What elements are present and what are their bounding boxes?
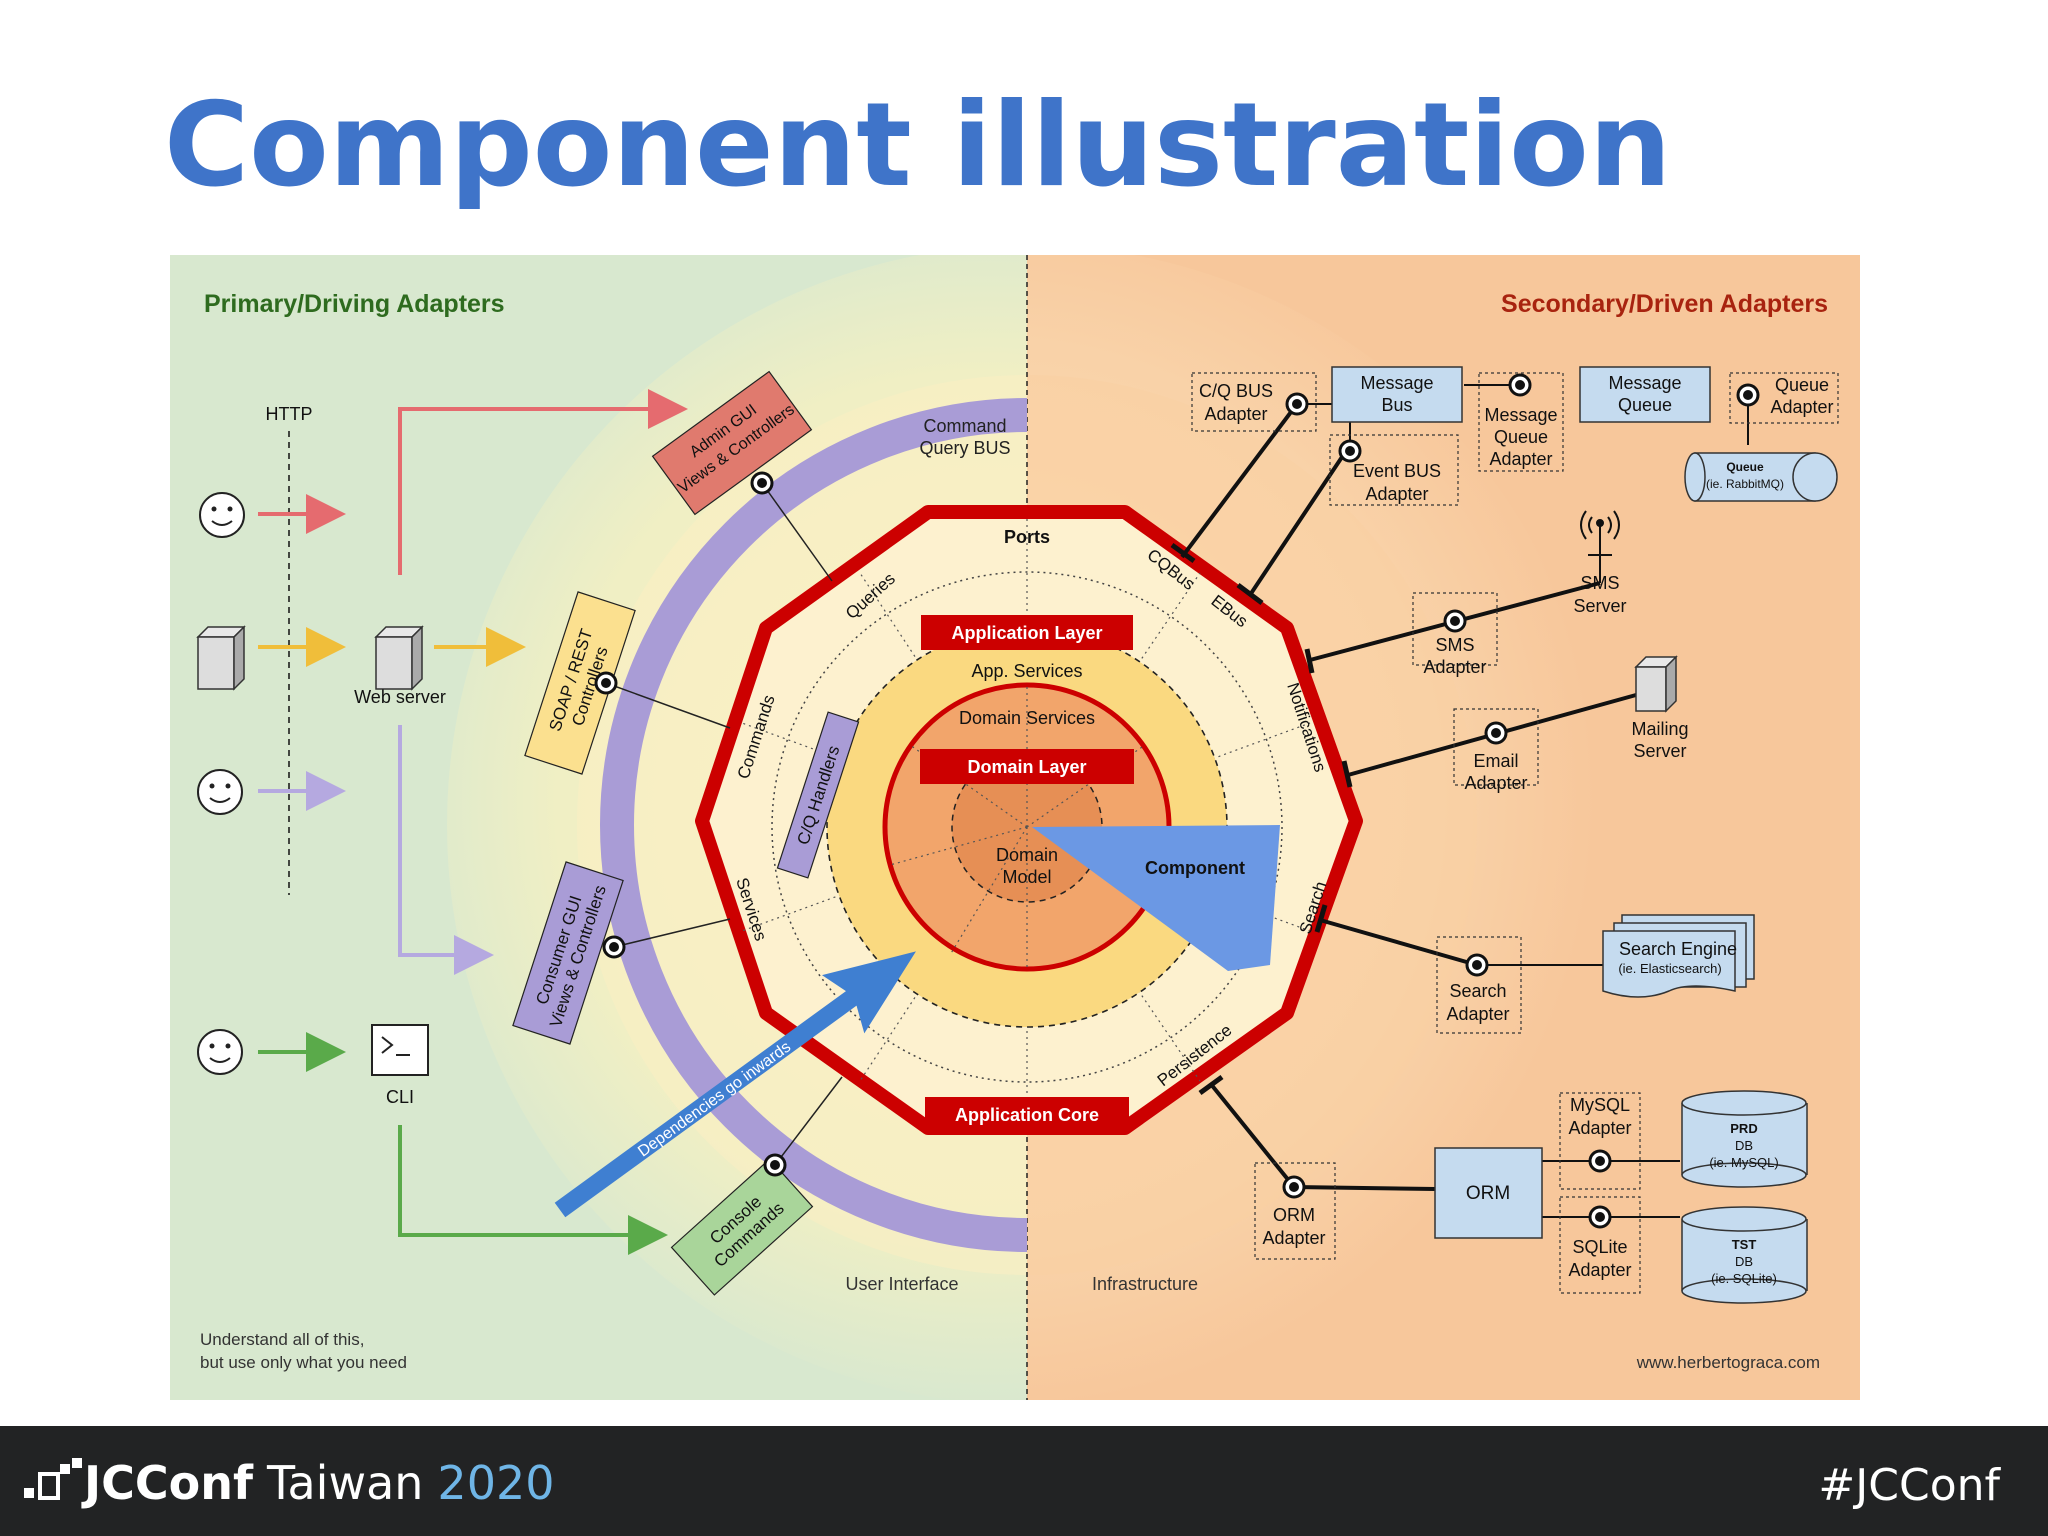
application-core-badge: [925, 1097, 1129, 1132]
brand-year: 2020: [437, 1456, 555, 1510]
smiley-icon: [197, 1029, 243, 1075]
message-queue-box: [1579, 366, 1711, 423]
orm-box: [1434, 1147, 1543, 1239]
search-engine-box: Search Engine(ie. Elasticsearch): [1602, 914, 1755, 998]
component-wedge: [1032, 825, 1280, 971]
smiley-icon: [197, 769, 243, 815]
hexagonal-architecture-diagram: Primary/Driving Adapters Secondary/Drive…: [170, 255, 1860, 1400]
cli-icon: [371, 1024, 429, 1076]
command-query-bus-ring: [600, 398, 1028, 1252]
server-icon: [196, 625, 246, 691]
domain-layer-label: Domain Layer: [967, 757, 1086, 777]
brand-name: JCConf: [84, 1456, 253, 1510]
website-label: www.herbertograca.com: [1636, 1353, 1820, 1372]
ports-label: Ports: [1004, 527, 1050, 547]
svg-text:Queue(ie. RabbitMQ): Queue(ie. RabbitMQ): [1706, 460, 1784, 491]
brand-country: Taiwan: [267, 1456, 424, 1510]
cli-label: CLI: [386, 1087, 414, 1107]
smiley-icon: [199, 492, 245, 538]
svg-text:Search Engine(ie. Elasticsearc: Search Engine(ie. Elasticsearch): [1618, 939, 1737, 976]
mailing-server-icon: [1634, 655, 1678, 713]
orm-label: ORM: [1466, 1183, 1510, 1204]
queue-cylinder: Queue(ie. RabbitMQ): [1684, 452, 1838, 502]
soap-rest-controllers-box: SOAP / RESTControllers: [524, 591, 636, 775]
domain-services-label: Domain Services: [959, 708, 1095, 728]
http-label: HTTP: [266, 404, 313, 424]
slide-title: Component illustration: [164, 78, 1672, 213]
footer-bar: [0, 1426, 2048, 1536]
domain-layer-badge: [920, 749, 1134, 784]
infrastructure-label: Infrastructure: [1092, 1274, 1198, 1294]
application-layer-label: Application Layer: [951, 623, 1102, 643]
left-heading: Primary/Driving Adapters: [204, 290, 505, 318]
message-bus-box: [1331, 366, 1463, 423]
user-interface-label: User Interface: [845, 1274, 958, 1294]
right-heading: Secondary/Driven Adapters: [1501, 290, 1828, 318]
app-services-label: App. Services: [971, 661, 1082, 681]
footer-hashtag: #JCConf: [1818, 1460, 2000, 1511]
web-server-icon: [374, 625, 424, 691]
jcconf-logo-icon: [24, 1458, 82, 1500]
application-core-label: Application Core: [955, 1105, 1099, 1125]
component-label: Component: [1145, 858, 1245, 878]
antenna-icon: [1580, 510, 1620, 556]
application-layer-badge: [921, 615, 1133, 650]
footnote: Understand all of this,but use only what…: [200, 1330, 407, 1372]
web-server-label: Web server: [354, 687, 446, 707]
